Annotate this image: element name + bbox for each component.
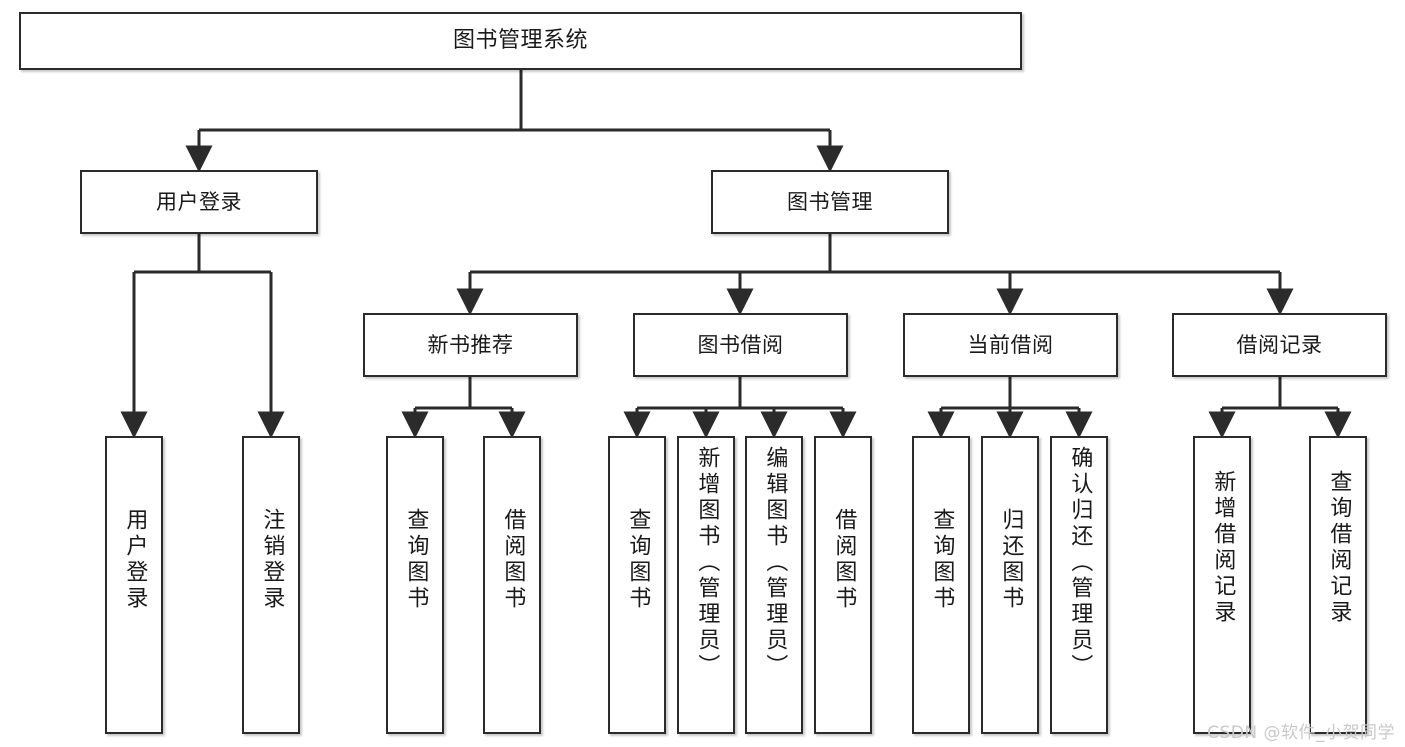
leaf-borrow-book-2-label: 借阅图书 bbox=[831, 508, 857, 612]
leaf-query-book-1[interactable]: 查询图书 bbox=[386, 436, 444, 734]
leaf-return-book[interactable]: 归还图书 bbox=[981, 436, 1039, 734]
node-book-borrow-label: 图书借阅 bbox=[697, 332, 784, 357]
watermark-text: CSDN @软件_小贺同学 bbox=[1207, 723, 1395, 743]
leaf-add-record-label: 新增借阅记录 bbox=[1210, 470, 1236, 626]
leaf-user-login-label: 用户登录 bbox=[122, 508, 148, 612]
node-current-borrow[interactable]: 当前借阅 bbox=[903, 313, 1118, 377]
node-current-borrow-label: 当前借阅 bbox=[967, 332, 1054, 357]
leaf-edit-book-label: 编辑图书（管理员） bbox=[762, 446, 788, 680]
leaf-add-book[interactable]: 新增图书（管理员） bbox=[677, 436, 735, 734]
node-user-login[interactable]: 用户登录 bbox=[80, 170, 318, 234]
node-book-manage[interactable]: 图书管理 bbox=[711, 170, 949, 234]
leaf-add-record[interactable]: 新增借阅记录 bbox=[1193, 436, 1251, 734]
leaf-borrow-book-1-label: 借阅图书 bbox=[500, 508, 526, 612]
leaf-return-book-label: 归还图书 bbox=[998, 508, 1024, 612]
leaf-query-book-2[interactable]: 查询图书 bbox=[608, 436, 666, 734]
node-borrow-record[interactable]: 借阅记录 bbox=[1172, 313, 1387, 377]
leaf-add-book-label: 新增图书（管理员） bbox=[694, 446, 720, 680]
leaf-query-book-1-label: 查询图书 bbox=[403, 508, 429, 612]
node-new-book-recommend-label: 新书推荐 bbox=[427, 332, 514, 357]
leaf-confirm-return[interactable]: 确认归还（管理员） bbox=[1050, 436, 1108, 734]
leaf-query-book-3-label: 查询图书 bbox=[929, 508, 955, 612]
leaf-logout-label: 注销登录 bbox=[259, 508, 285, 612]
node-root-label: 图书管理系统 bbox=[452, 28, 588, 54]
leaf-borrow-book-2[interactable]: 借阅图书 bbox=[814, 436, 872, 734]
leaf-query-record[interactable]: 查询借阅记录 bbox=[1309, 436, 1367, 734]
node-book-borrow[interactable]: 图书借阅 bbox=[633, 313, 848, 377]
node-new-book-recommend[interactable]: 新书推荐 bbox=[363, 313, 578, 377]
node-book-manage-label: 图书管理 bbox=[787, 189, 873, 214]
leaf-user-login[interactable]: 用户登录 bbox=[105, 436, 163, 734]
leaf-logout[interactable]: 注销登录 bbox=[242, 436, 300, 734]
leaf-query-book-3[interactable]: 查询图书 bbox=[912, 436, 970, 734]
node-user-login-label: 用户登录 bbox=[156, 189, 242, 214]
node-root[interactable]: 图书管理系统 bbox=[19, 12, 1022, 70]
node-borrow-record-label: 借阅记录 bbox=[1236, 332, 1323, 357]
leaf-edit-book[interactable]: 编辑图书（管理员） bbox=[745, 436, 803, 734]
leaf-borrow-book-1[interactable]: 借阅图书 bbox=[483, 436, 541, 734]
leaf-query-book-2-label: 查询图书 bbox=[625, 508, 651, 612]
leaf-confirm-return-label: 确认归还（管理员） bbox=[1067, 446, 1093, 680]
leaf-query-record-label: 查询借阅记录 bbox=[1326, 470, 1352, 626]
